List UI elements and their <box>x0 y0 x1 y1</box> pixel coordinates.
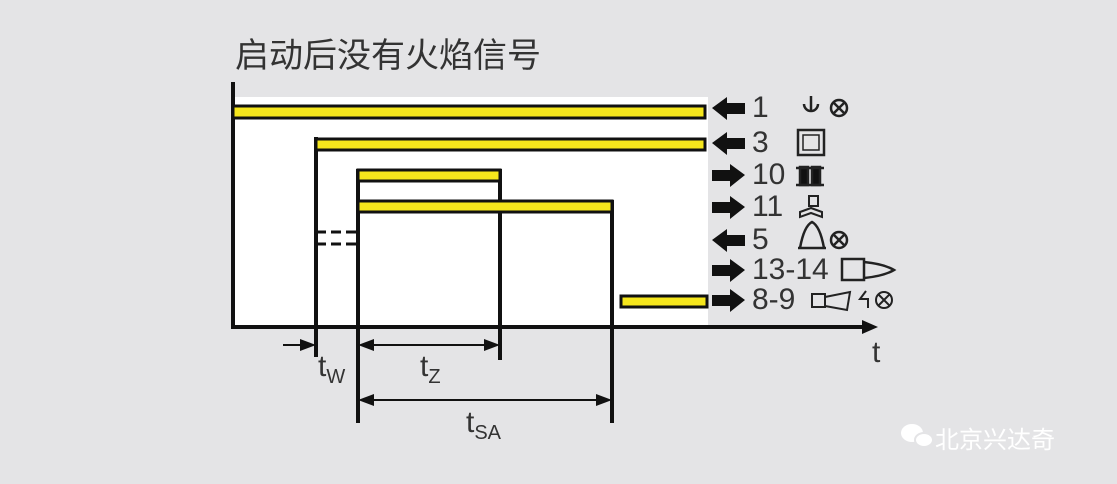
arrow-right-icon <box>712 196 745 219</box>
bar-signal-11 <box>356 199 614 214</box>
bar-signal-1 <box>231 104 707 120</box>
tw-arrow-icon <box>300 339 316 351</box>
arrow-right-icon <box>712 289 745 312</box>
tsa-label: tSA <box>466 406 502 444</box>
time-axis-label: t <box>872 336 881 369</box>
fault-alarm-icon <box>811 290 893 312</box>
fan-motor-icon <box>840 257 897 282</box>
arrow-right-icon <box>712 259 745 282</box>
arrow-right-icon <box>712 164 745 187</box>
bar-signal-8-9 <box>619 294 709 309</box>
signal-label-1: 1 <box>752 91 769 124</box>
watermark: 北京兴达奇 <box>935 426 1055 454</box>
arrow-left-icon <box>712 132 745 155</box>
axis-arrow-icon <box>862 320 878 334</box>
wechat-icon <box>901 424 934 448</box>
tw-label: tW <box>318 350 346 388</box>
arrow-left-icon <box>712 229 745 252</box>
signal-label-11: 11 <box>752 190 784 223</box>
signal-label-13-14: 13-14 <box>752 253 829 286</box>
signal-label-3: 3 <box>752 126 769 159</box>
thermostat-icon <box>796 128 826 157</box>
signal-label-8-9: 8-9 <box>752 283 796 316</box>
power-lamp-icon <box>802 96 849 118</box>
fuel-valve-icon <box>799 195 823 219</box>
flame-lamp-icon <box>798 220 849 250</box>
signal-label-5: 5 <box>752 223 769 256</box>
bar-signal-10 <box>356 168 502 183</box>
arrow-left-icon <box>712 97 745 120</box>
ignition-icon <box>796 165 824 187</box>
bar-signal-3 <box>314 137 707 152</box>
diagram-title: 启动后没有火焰信号 <box>235 36 541 76</box>
signal-label-10: 10 <box>752 158 786 191</box>
tz-label: tZ <box>420 350 441 388</box>
